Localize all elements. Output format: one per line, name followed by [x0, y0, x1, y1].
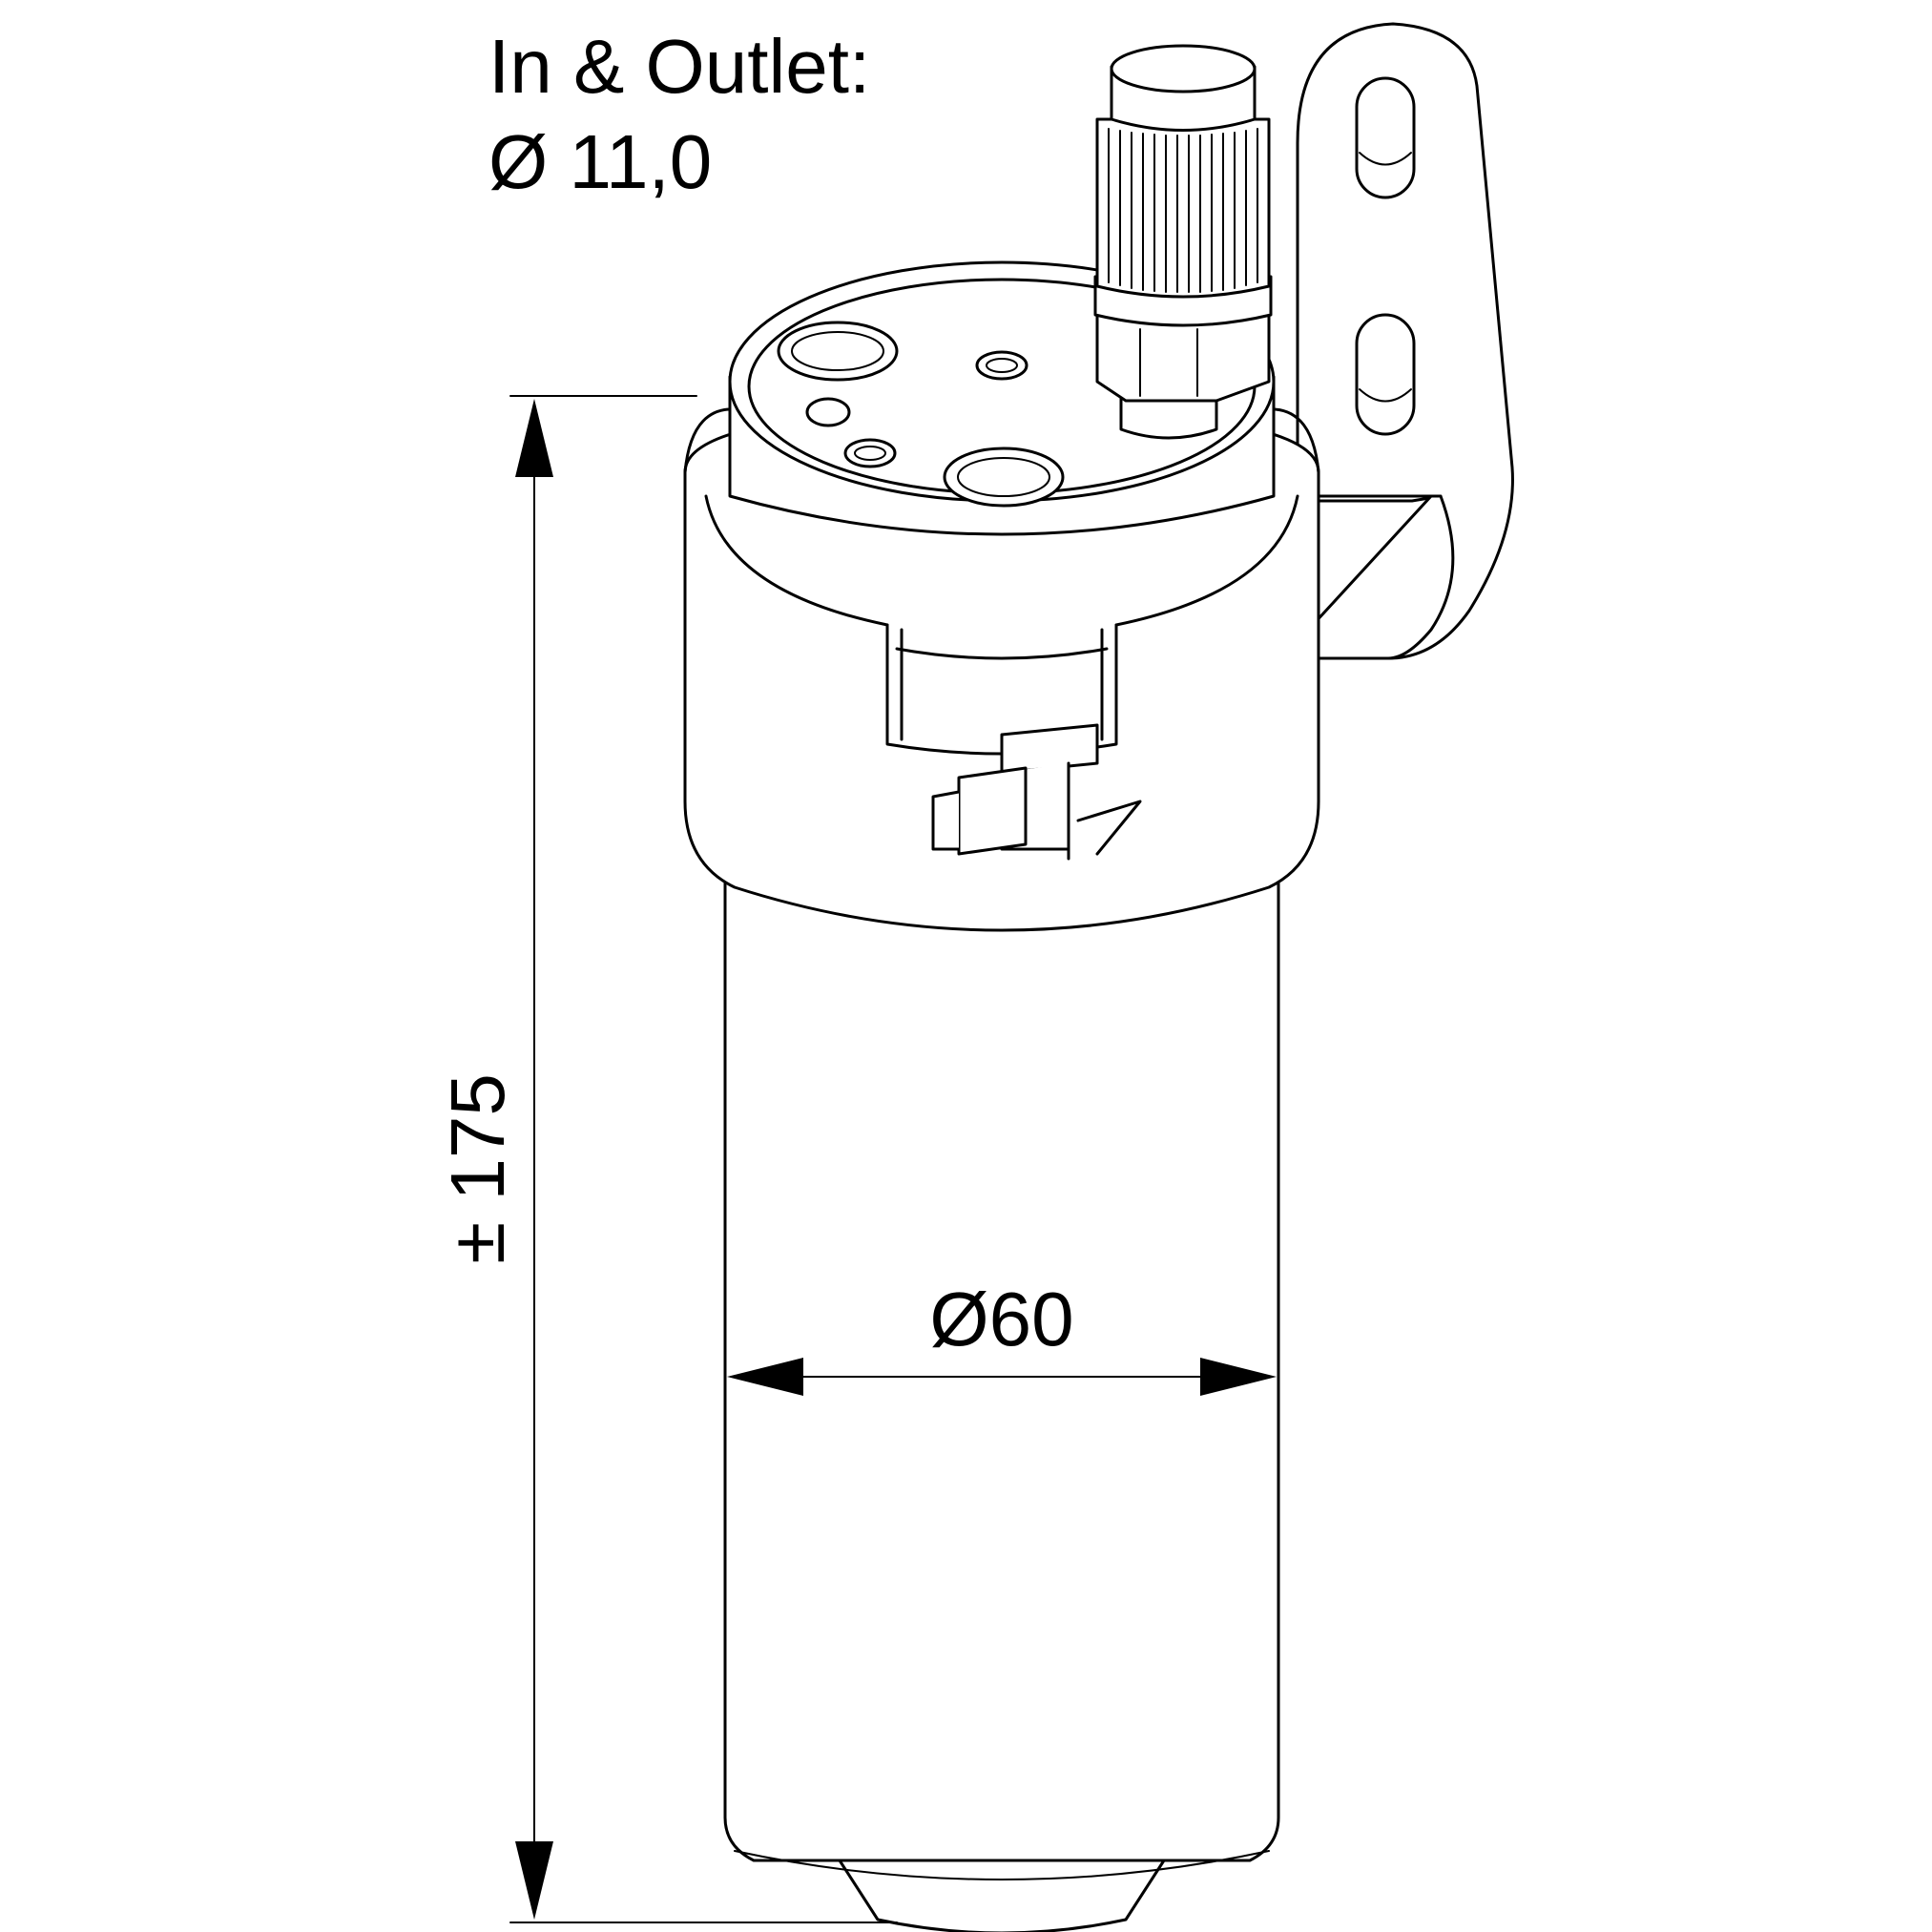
arrow-left — [727, 1358, 803, 1396]
port-small — [975, 350, 1028, 381]
drier-body — [723, 838, 1280, 1932]
port-small — [805, 397, 851, 427]
top-cap — [728, 260, 1276, 536]
arrow-up — [515, 399, 553, 477]
height-label: ± 175 — [435, 1073, 520, 1264]
upper-collar — [683, 407, 1320, 932]
arrow-down — [515, 1841, 553, 1920]
switch-top — [1110, 44, 1257, 93]
port-small — [843, 438, 897, 468]
bottom-cone — [838, 1859, 1166, 1932]
bracket-slot-lower — [1355, 313, 1416, 436]
bracket-slot-upper — [1355, 76, 1416, 199]
inlet-outlet-diameter: Ø 11,0 — [488, 119, 712, 204]
retaining-clip — [931, 723, 1142, 861]
knurled-cap — [1095, 117, 1271, 299]
diameter-label: Ø60 — [929, 1277, 1073, 1361]
hex-nut — [1095, 313, 1271, 403]
diameter-dimension — [727, 1358, 1277, 1396]
pressure-switch — [1093, 44, 1273, 440]
arrow-right — [1200, 1358, 1277, 1396]
inlet-outlet-label: In & Outlet: — [488, 24, 870, 109]
mounting-bracket — [1296, 22, 1514, 660]
height-dimension — [509, 395, 898, 1923]
